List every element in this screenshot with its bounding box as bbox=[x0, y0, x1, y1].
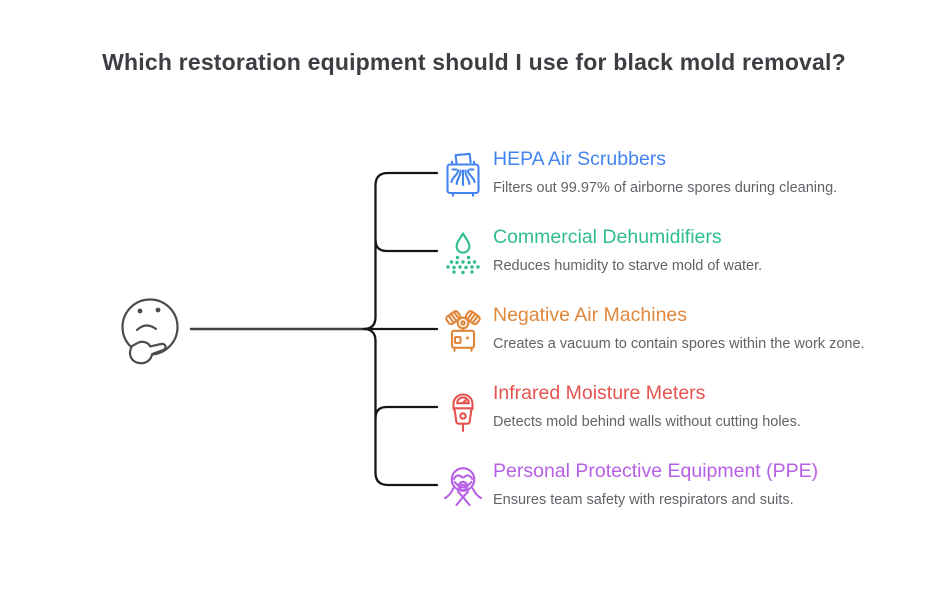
equipment-item-negative-air-machines: Negative Air Machines Creates a vacuum t… bbox=[443, 303, 923, 353]
page-title: Which restoration equipment should I use… bbox=[102, 49, 846, 75]
item-description: Reduces humidity to starve mold of water… bbox=[493, 258, 763, 274]
item-description: Creates a vacuum to contain spores withi… bbox=[493, 336, 865, 352]
ppe-respirator-icon bbox=[443, 467, 483, 507]
air-scrubber-icon bbox=[446, 152, 480, 197]
equipment-item-hepa-air-scrubbers: HEPA Air Scrubbers Filters out 99.97% of… bbox=[443, 147, 923, 197]
item-description: Detects mold behind walls without cuttin… bbox=[493, 414, 801, 430]
equipment-item-commercial-dehumidifiers: Commercial Dehumidifiers Reduces humidit… bbox=[443, 225, 923, 275]
dehumidifier-icon bbox=[446, 232, 480, 275]
item-title: Commercial Dehumidifiers bbox=[493, 226, 722, 248]
moisture-meter-icon bbox=[452, 393, 474, 432]
item-description: Ensures team safety with respirators and… bbox=[493, 492, 794, 508]
item-title: HEPA Air Scrubbers bbox=[493, 148, 667, 170]
equipment-item-ppe: Personal Protective Equipment (PPE) Ensu… bbox=[443, 459, 923, 509]
thinking-face-icon bbox=[121, 298, 179, 365]
negative-air-machine-icon bbox=[445, 310, 481, 352]
item-description: Filters out 99.97% of airborne spores du… bbox=[493, 180, 838, 196]
item-title: Infrared Moisture Meters bbox=[493, 382, 706, 404]
item-title: Personal Protective Equipment (PPE) bbox=[493, 460, 819, 482]
equipment-item-infrared-moisture-meters: Infrared Moisture Meters Detects mold be… bbox=[443, 381, 923, 432]
item-title: Negative Air Machines bbox=[493, 304, 688, 326]
